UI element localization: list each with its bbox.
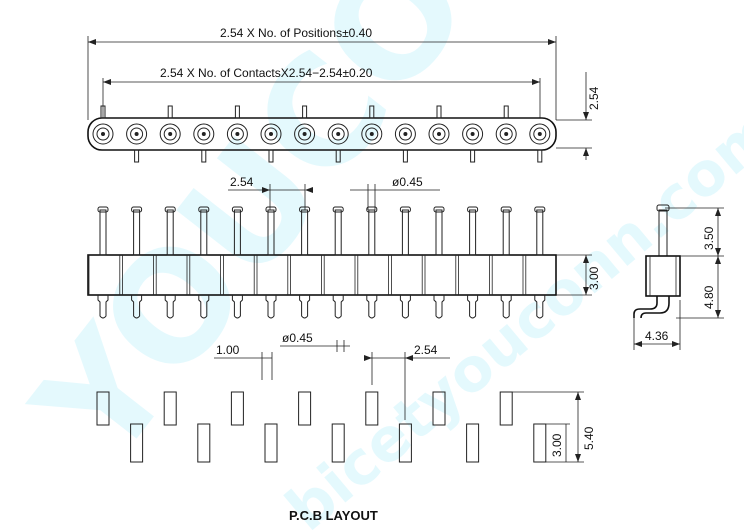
dim-contact-span: 2.54 X No. of ContactsX2.54−2.54±0.20 (160, 66, 373, 80)
top-contact (529, 123, 551, 163)
pcb-pad (499, 391, 513, 426)
front-pin (253, 206, 277, 319)
top-contact (193, 123, 215, 163)
front-pin (421, 206, 445, 319)
front-pin-row (88, 206, 546, 319)
top-contact (428, 105, 450, 145)
top-contact (394, 123, 416, 163)
dim-pcb-width: 1.00 (216, 343, 240, 357)
pcb-pad (130, 423, 144, 463)
top-contact (126, 123, 148, 163)
pcb-pad (466, 423, 480, 463)
front-pin (186, 206, 210, 319)
top-contact (159, 105, 181, 145)
dim-side-top: 3.50 (702, 226, 716, 250)
front-pin (455, 206, 479, 319)
pcb-pad (163, 391, 177, 426)
front-pin (152, 206, 176, 319)
dim-pcb-height-total: 5.40 (582, 426, 596, 450)
pcb-pad (264, 423, 278, 463)
pcb-pad (533, 423, 547, 463)
dim-pitch: 2.54 (230, 175, 254, 189)
top-contact (361, 105, 383, 145)
pcb-layout-caption: P.C.B LAYOUT (289, 508, 378, 523)
dim-top-height: 2.54 (587, 86, 601, 110)
front-pin (388, 206, 411, 319)
pcb-pad (197, 423, 211, 463)
front-pin (522, 206, 546, 319)
dim-pcb-pitch: 2.54 (414, 343, 438, 357)
front-pin (119, 206, 143, 319)
dim-side-width: 4.36 (645, 329, 669, 343)
top-contact (327, 123, 349, 163)
top-contact (462, 123, 484, 163)
pcb-pad (230, 391, 244, 426)
front-view: 2.54 ø0.45 3.00 (87, 175, 601, 319)
front-pin (320, 206, 344, 319)
top-contact (226, 105, 248, 145)
front-pin (287, 206, 311, 319)
top-contact (495, 105, 517, 145)
pcb-pad (398, 423, 412, 463)
pcb-layout: 1.00 ø0.45 2.54 5.40 3.00 P.C.B LAYOUT (96, 331, 596, 523)
dim-pcb-diameter: ø0.45 (282, 331, 313, 345)
top-pin-row (92, 105, 551, 163)
pcb-pad (331, 423, 345, 463)
front-pin (488, 206, 512, 319)
pcb-pad (298, 391, 312, 426)
top-contact (260, 123, 282, 163)
dim-pin-diameter: ø0.45 (392, 175, 423, 189)
top-contact (294, 105, 316, 145)
dim-body-height: 3.00 (587, 266, 601, 290)
top-view: 2.54 X No. of Positions±0.40 2.54 X No. … (87, 26, 601, 163)
front-pin (354, 206, 378, 319)
top-contact (92, 105, 114, 145)
side-view: 3.50 4.80 4.36 (633, 204, 724, 350)
pcb-pad (432, 391, 446, 426)
front-pin (88, 206, 109, 319)
dim-pcb-height-small: 3.00 (550, 433, 564, 457)
pcb-pad (365, 391, 379, 426)
dim-side-bottom: 4.80 (702, 285, 716, 309)
pcb-pads (96, 391, 547, 463)
dim-overall-length: 2.54 X No. of Positions±0.40 (220, 26, 372, 40)
front-pin (220, 206, 243, 319)
pcb-pad (96, 391, 110, 426)
